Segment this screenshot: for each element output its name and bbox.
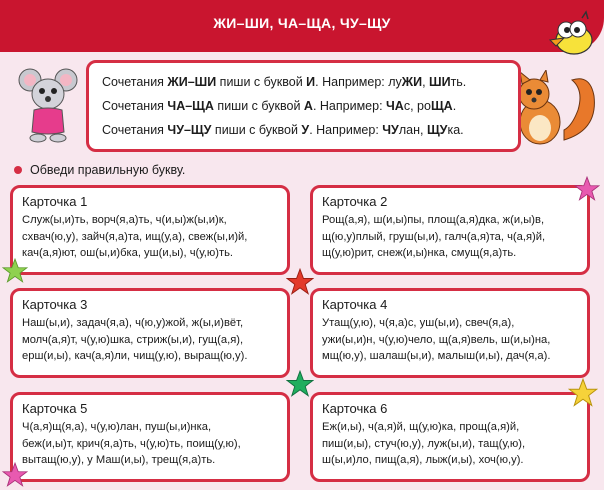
card-2: Карточка 2 Рощ(а,я), ш(и,ы)пы, площ(а,я)… <box>310 185 590 275</box>
card-title: Карточка 2 <box>322 194 388 209</box>
card-line: кач(а,я)ют, ош(ы,и)бка, уш(и,ы), ч(у,ю)т… <box>22 247 234 259</box>
rule-example-bold: ШИ <box>429 75 451 89</box>
card-line: ерш(и,ы), кач(а,я)ли, чищ(у,ю), выращ(ю,… <box>22 350 248 362</box>
rule-combo: ЖИ–ШИ <box>167 75 217 89</box>
card-4: Карточка 4 Утащ(у,ю), ч(я,а)с, уш(ы,и), … <box>310 288 590 378</box>
card-title: Карточка 6 <box>322 401 388 416</box>
rule-example-bold: ЧА <box>386 99 404 113</box>
rule-example-bold: ЩУ <box>426 123 448 137</box>
rule-text: Сочетания <box>102 123 168 137</box>
card-6: Карточка 6 Еж(и,ы), ч(а,я)й, щ(у,ю)ка, п… <box>310 392 590 482</box>
card-3: Карточка 3 Наш(ы,и), задач(я,а), ч(ю,у)ж… <box>10 288 290 378</box>
rule-text: Сочетания <box>102 75 168 89</box>
rule-text: с, ро <box>403 99 431 113</box>
star-icon-green <box>2 258 28 283</box>
card-line: вытащ(ю,у), у Маш(и,ы), трещ(я,а)ть. <box>22 454 216 466</box>
card-line: Наш(ы,и), задач(я,а), ч(ю,у)жой, ж(ы,и)в… <box>22 317 244 329</box>
rule-example-bold: ЧУ <box>382 123 399 137</box>
card-title: Карточка 3 <box>22 297 88 312</box>
rule-text: ть. <box>450 75 467 89</box>
card-line: Утащ(у,ю), ч(я,а)с, уш(ы,и), свеч(я,а), <box>322 317 515 329</box>
card-line: ужи(ы,и)н, ч(у,ю)чело, щ(а,я)вель, ш(и,ы… <box>322 333 551 346</box>
page-title: ЖИ–ШИ, ЧА–ЩА, ЧУ–ЩУ <box>213 15 391 31</box>
star-icon-green-2 <box>286 370 314 397</box>
squirrel-mascot-icon <box>518 70 595 145</box>
rule-text: . Например: лу <box>315 75 402 89</box>
rule-example-bold: ЖИ <box>401 75 423 89</box>
rule-text: . Например: <box>309 123 383 137</box>
star-icon-pink-2 <box>2 462 28 487</box>
rule-example-bold: ЩА <box>430 99 453 113</box>
card-line: Рощ(а,я), ш(и,ы)пы, площ(а,я)дка, ж(и,ы)… <box>322 214 545 226</box>
instruction-text: Обведи правильную букву. <box>30 163 186 177</box>
card-5: Карточка 5 Ч(а,я)щ(я,а), ч(у,ю)лан, пуш(… <box>10 392 290 482</box>
rule-line-3: Сочетания ЧУ–ЩУ пиши с буквой У. Наприме… <box>102 118 508 142</box>
card-line: щ(у,ю)рит, снеж(и,ы)нка, смущ(я,а)ть. <box>322 247 517 259</box>
card-line: молч(а,я)т, ч(у,ю)шка, стриж(ы,и), гущ(а… <box>22 333 244 346</box>
rule-text: пиши с буквой <box>211 123 302 137</box>
rule-text: лан, <box>398 123 427 137</box>
rule-text: пиши с буквой <box>213 99 304 113</box>
card-line: Еж(и,ы), ч(а,я)й, щ(у,ю)ка, прощ(а,я)й, <box>322 421 520 433</box>
card-line: схвач(ю,у), зайч(я,а)та, ищ(у,а), свеж(ы… <box>22 230 248 243</box>
card-line: мщ(ю,у), шалаш(ы,и), малыш(и,ы), дач(я,а… <box>322 350 551 362</box>
rule-letter: А <box>303 99 313 113</box>
rule-text: . Например: <box>312 99 387 113</box>
card-1: Карточка 1 Служ(ы,и)ть, ворч(я,а)ть, ч(и… <box>10 185 290 275</box>
rule-letter: И <box>306 75 316 89</box>
card-line: беж(и,ы)т, крич(я,а)ть, ч(у,ю)ть, поищ(у… <box>22 437 241 450</box>
header-banner: ЖИ–ШИ, ЧА–ЩА, ЧУ–ЩУ <box>0 0 604 52</box>
star-icon-yellow <box>568 378 598 407</box>
card-line: пиш(и,ы), стуч(ю,у), луж(ы,и), тащ(у,ю), <box>322 437 526 450</box>
instruction: Обведи правильную букву. <box>14 163 185 177</box>
card-line: щ(ю,у)плый, груш(ы,и), галч(а,я)та, ч(а,… <box>322 230 546 243</box>
bird-mascot-icon <box>548 10 593 55</box>
card-line: Ч(а,я)щ(я,а), ч(у,ю)лан, пуш(ы,и)нка, <box>22 421 212 433</box>
star-icon-pink <box>574 176 600 201</box>
star-icon-red <box>286 268 314 295</box>
card-title: Карточка 4 <box>322 297 388 312</box>
rule-text: ка. <box>447 123 464 137</box>
card-title: Карточка 1 <box>22 194 88 209</box>
card-line: Служ(ы,и)ть, ворч(я,а)ть, ч(и,ы)ж(ы,и)к, <box>22 214 227 226</box>
rule-text: пиши с буквой <box>216 75 307 89</box>
rule-box: Сочетания ЖИ–ШИ пиши с буквой И. Наприме… <box>86 60 521 152</box>
rule-text: Сочетания <box>102 99 168 113</box>
bullet-icon <box>14 166 22 174</box>
rule-line-2: Сочетания ЧА–ЩА пиши с буквой А. Наприме… <box>102 94 508 118</box>
rule-text: . <box>452 99 457 113</box>
rule-text: , <box>422 75 430 89</box>
card-title: Карточка 5 <box>22 401 88 416</box>
rule-combo: ЧУ–ЩУ <box>167 123 212 137</box>
rule-combo: ЧА–ЩА <box>167 99 214 113</box>
rule-letter: У <box>301 123 310 137</box>
rule-line-1: Сочетания ЖИ–ШИ пиши с буквой И. Наприме… <box>102 70 508 94</box>
card-line: ш(ы,и)ло, пищ(а,я), лыж(и,ы), хоч(ю,у). <box>322 454 524 466</box>
mouse-mascot-icon <box>18 68 78 143</box>
